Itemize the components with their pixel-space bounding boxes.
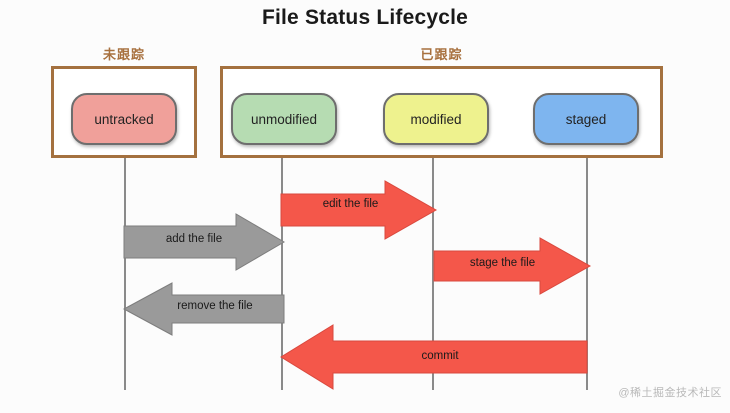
transition-label-commit: commit (421, 350, 459, 362)
state-node-unmodified[interactable]: unmodified (231, 93, 337, 145)
watermark: @稀土掘金技术社区 (618, 387, 722, 399)
state-label-unmodified: unmodified (250, 111, 318, 127)
state-label-untracked: untracked (94, 111, 154, 127)
transition-label-edit: edit the file (322, 198, 379, 210)
transition-label-add: add the file (165, 233, 223, 245)
transition-arrow-edit[interactable] (280, 180, 438, 240)
transition-arrow-stage[interactable] (433, 237, 592, 295)
state-label-modified: modified (410, 111, 462, 127)
state-node-modified[interactable]: modified (383, 93, 489, 145)
transition-arrow-add[interactable] (123, 213, 285, 271)
transition-arrow-commit[interactable] (280, 324, 588, 390)
state-node-untracked[interactable]: untracked (71, 93, 177, 145)
lifeline-staged (586, 158, 588, 390)
group-caption-untracked: 未跟踪 (102, 47, 145, 62)
lifeline-modified (432, 158, 434, 390)
page-title: File Status Lifecycle (261, 6, 469, 29)
lifeline-untracked (124, 158, 126, 390)
state-node-staged[interactable]: staged (533, 93, 639, 145)
group-caption-tracked: 已跟踪 (420, 47, 463, 62)
lifeline-unmodified (281, 158, 283, 390)
transition-label-stage: stage the file (469, 257, 536, 269)
state-label-staged: staged (565, 111, 607, 127)
transition-arrow-remove[interactable] (122, 282, 285, 336)
transition-label-remove: remove the file (177, 300, 253, 312)
